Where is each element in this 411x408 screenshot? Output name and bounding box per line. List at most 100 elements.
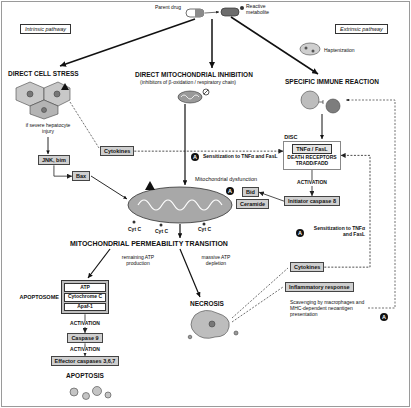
pathway-arrow (60, 17, 318, 74)
mitochondrion-small (204, 90, 208, 94)
hepatocyte-illustration (42, 108, 47, 113)
text-label: APOPTOSIS (66, 372, 104, 379)
connector (134, 151, 283, 152)
inflammation-leader (346, 100, 395, 308)
hepatocyte-illustration (54, 91, 60, 97)
process-box: Ceramide (236, 199, 269, 209)
text-label: Parent drug (155, 5, 181, 11)
node-text: Ceramide (240, 201, 265, 207)
mpt-arrow (179, 224, 180, 238)
text-label: (inhibitors of β-oxidation / respiratory… (140, 80, 236, 86)
process-box: Initiator caspase 8 (284, 196, 340, 206)
text-label: NECROSIS (190, 300, 224, 307)
mitochondrion (203, 223, 206, 226)
node-text: Caspase 9 (71, 335, 98, 341)
necrotic-cell (234, 331, 238, 335)
connector (54, 165, 72, 176)
mitochondrion (138, 200, 222, 210)
node-text: Cytokines (294, 264, 320, 270)
text-label: Reactive metabolite (246, 4, 276, 16)
hepatocyte-illustration (61, 83, 69, 90)
text-label: SPECIFIC IMMUNE REACTION (285, 78, 379, 85)
text-label: if severe hepatocyte injury (20, 123, 76, 135)
process-box: Inflammatory response (285, 282, 354, 292)
process-box: Bid (242, 187, 259, 197)
connector-label: Sensitization to TNFα and FasL (306, 226, 366, 238)
necrotic-cell (188, 335, 192, 339)
apoptotic-bodies (105, 392, 111, 398)
node-text: Extrinsic pathway (340, 26, 383, 32)
drug-pill (221, 8, 239, 16)
text-label: DIRECT CELL STRESS (8, 70, 79, 77)
component-box: ATP (64, 283, 106, 292)
drug-pill (195, 9, 204, 17)
inhibition-arrow (184, 104, 185, 185)
callout-circle: A (296, 229, 304, 237)
immune-cells (326, 99, 340, 113)
node-text: Cytokines (104, 148, 130, 154)
ligand-box: TNFα / FasL (292, 144, 332, 154)
receptor-complex: DISCDEATH RECEPTORSTRADD/FADDTNFα / FasL (283, 141, 340, 170)
component-box: Cytochrome C (64, 293, 106, 302)
text-label: Cyt C (198, 227, 211, 233)
connector (324, 155, 370, 267)
mitochondrion (128, 187, 232, 223)
text-label: DIRECT MITOCHONDRIAL INHIBITION (135, 71, 253, 78)
mitochondrion-small (178, 91, 202, 103)
necrotic-cell (188, 310, 238, 338)
apoptotic-bodies (83, 393, 90, 400)
node-text: Intrinsic pathway (25, 26, 66, 32)
hepatocyte-illustration (27, 91, 33, 97)
inflammation-leader (232, 287, 283, 322)
node-text: TNFα / FasL (296, 146, 328, 152)
component-box: Apaf-1 (64, 303, 106, 312)
text-label: Cyt C (155, 229, 168, 235)
haptenization-icon (312, 50, 315, 53)
haptenization-icon (300, 43, 320, 55)
inflammation-leader (232, 268, 288, 318)
process-box: Cytokines (100, 146, 134, 156)
mitochondrion (145, 181, 155, 190)
process-box: Bax (72, 171, 90, 181)
hepatocyte-illustration (30, 100, 58, 119)
text-label: Mitochondrial dysfunction (195, 176, 257, 182)
hepatocyte-illustration (16, 82, 70, 119)
apoptotic-bodies (93, 387, 102, 396)
apoptosome-box: APOPTOSOMEATPCytochrome CApaf-1 (61, 280, 109, 314)
inflammation-leader (232, 100, 395, 322)
immune-cells (301, 91, 340, 113)
node-text: Initiator caspase 8 (288, 198, 336, 204)
node-text: JNK, bim (42, 157, 66, 163)
mitochondrion (128, 181, 232, 227)
drug-pill (186, 9, 204, 17)
drug-pill (186, 6, 244, 17)
pathway-arrow (60, 19, 195, 66)
immune-cells (319, 100, 323, 104)
node-text: A (228, 188, 232, 194)
node-text: Cytochrome C (68, 294, 102, 300)
node-text: A (382, 314, 386, 320)
connector-label: ACTIVATION (296, 180, 328, 186)
text-label: remaining ATP production (118, 255, 158, 267)
connector-label: ACTIVATION (69, 321, 101, 327)
callout-circle: A (380, 313, 388, 321)
mitochondrion-small (203, 89, 209, 95)
mpt-arrow (88, 249, 110, 278)
mitochondrion-small (178, 89, 209, 103)
cytokine-leader (70, 102, 99, 148)
node-text: Effector caspases 3,6,7 (55, 358, 116, 364)
callout-circle: A (226, 187, 234, 195)
mitochondrion-small (181, 95, 199, 99)
pathway-box: Extrinsic pathway (335, 24, 388, 34)
process-box: Cytokines (290, 262, 324, 272)
node-heading: APOPTOSOME (20, 294, 59, 300)
process-box: Effector caspases 3,6,7 (51, 356, 120, 366)
stress-arrow (91, 176, 127, 199)
node-text: Inflammatory response (289, 284, 350, 290)
node-heading: DISC (284, 134, 297, 140)
